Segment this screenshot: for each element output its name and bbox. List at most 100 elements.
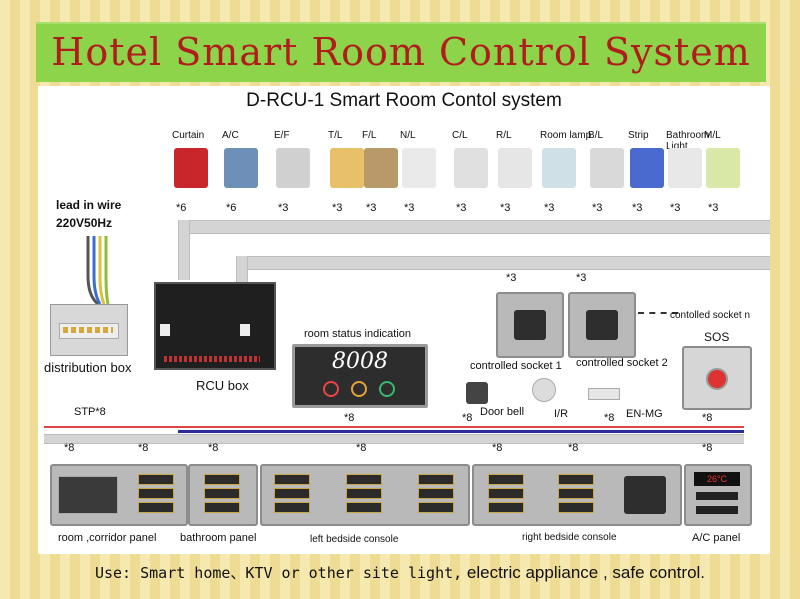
ac-display: 26°C [694,472,740,486]
device-icon [364,148,398,188]
bus-count-2: *8 [138,442,149,454]
sos-button-icon [706,368,728,390]
use-caption: Use: Smart home、KTV or other site light,… [0,562,800,583]
door-bell-label: Door bell [480,406,525,418]
distribution-box [50,304,128,356]
bus-line-red [44,426,744,428]
room-corridor-panel-label: room ,corridor panel [58,532,157,544]
ac-panel-label: A/C panel [692,532,741,544]
rcu-box [154,282,276,370]
device-icon [276,148,310,188]
device-icon [330,148,364,188]
bus-count-6: *8 [568,442,579,454]
bathroom-panel [188,464,258,526]
device-icon [402,148,436,188]
ir-label: I/R [554,408,569,420]
right-bedside-console [472,464,682,526]
device-icon [668,148,702,188]
room-status-label: room status indication [304,328,411,340]
left-bedside-label: left bedside console [310,534,399,545]
voltage-label: 220V50Hz [56,216,113,230]
bus-count-3: *8 [208,442,219,454]
room-number: 8008 [332,349,388,374]
room-corridor-panel [50,464,188,526]
controlled-socket-1-label: controlled socket 1 [470,360,562,372]
device-label: R/L [496,130,512,141]
right-bedside-label: right bedside console [522,532,617,543]
room-status-panel: 8008 [292,344,428,408]
controlled-socket-1 [496,292,564,358]
device-label: E/F [274,130,290,141]
left-bedside-console [260,464,470,526]
stp-label: STP*8 [74,406,106,418]
use-caption-rest: electric appliance , safe control. [462,563,706,582]
device-count: *3 [278,202,289,214]
second-cable-drop [236,256,248,286]
ac-panel: 26°C [684,464,752,526]
device-icon [630,148,664,188]
diagram-panel: D-RCU-1 Smart Room Contol system Curtain… [38,86,770,554]
device-icon [706,148,740,188]
device-label: Strip [628,130,649,141]
use-caption-mono: Use: Smart home、KTV or other site light, [94,564,463,582]
device-label: B/L [588,130,604,141]
device-icon [498,148,532,188]
bus-count-5: *8 [492,442,503,454]
mid-count-4: *8 [702,412,713,424]
sos-panel [682,346,752,410]
device-count: *3 [670,202,681,214]
device-icon [590,148,624,188]
second-cable [236,256,770,270]
device-icon [454,148,488,188]
device-icon [174,148,208,188]
device-label: Room lamp [540,130,592,141]
rcu-box-label: RCU box [196,378,249,393]
device-count: *3 [404,202,415,214]
status-light-amber [351,381,367,397]
mid-count-1: *8 [344,412,355,424]
lead-wires [86,236,110,306]
controlled-socket-2-label: controlled socket 2 [576,357,668,369]
device-label: Curtain [172,130,205,141]
device-count: *3 [544,202,555,214]
device-icon [542,148,576,188]
device-label: F/L [362,130,377,141]
device-label: Bathroom Light [666,130,710,152]
device-label: N/L [400,130,416,141]
device-count: *3 [632,202,643,214]
en-mg-device [588,388,620,400]
bus-count-7: *8 [702,442,713,454]
ir-sensor-device [532,378,556,402]
socket-count-1: *3 [506,272,517,284]
en-mg-label: EN-MG [626,408,663,420]
mid-count-3: *8 [604,412,615,424]
device-count: *3 [456,202,467,214]
controlled-socket-n-label: contolled socket n [670,310,751,321]
device-count: *3 [332,202,343,214]
top-cable-drop [178,220,190,280]
device-count: *6 [226,202,237,214]
diagram-subtitle: D-RCU-1 Smart Room Contol system [246,90,562,111]
device-label: M/L [704,130,721,141]
device-count: *3 [500,202,511,214]
bathroom-panel-label: bathroom panel [180,532,257,544]
lead-in-label: lead in wire [56,198,122,212]
device-label: T/L [328,130,343,141]
door-bell-device [466,382,488,404]
bus-line-blue [178,430,744,433]
device-label: C/L [452,130,468,141]
title-band: Hotel Smart Room Control System [36,22,766,82]
status-light-red [323,381,339,397]
device-count: *6 [176,202,187,214]
bus-count-4: *8 [356,442,367,454]
top-cable [178,220,770,234]
sos-label: SOS [704,330,730,344]
device-icon [224,148,258,188]
controlled-socket-2 [568,292,636,358]
device-count: *3 [592,202,603,214]
mid-count-2: *8 [462,412,473,424]
socket-count-2: *3 [576,272,587,284]
page-title: Hotel Smart Room Control System [51,30,751,74]
device-count: *3 [366,202,377,214]
device-count: *3 [708,202,719,214]
